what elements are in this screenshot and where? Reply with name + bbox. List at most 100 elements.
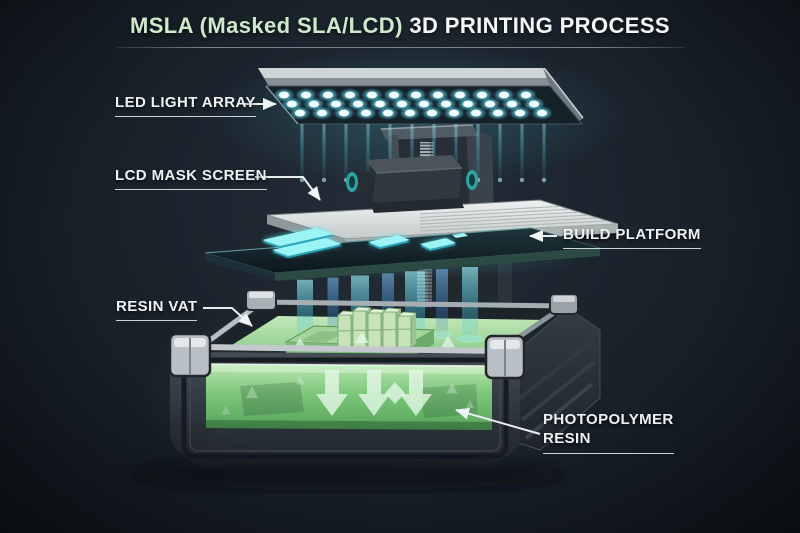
- label-photopolymer-line2: RESIN: [543, 429, 591, 447]
- led-dot: [353, 100, 363, 108]
- panel-front-edge: [275, 248, 600, 281]
- led-dot: [499, 91, 509, 99]
- stepper-motor: [346, 155, 478, 213]
- led-streak: [454, 124, 458, 178]
- block-side: [411, 313, 416, 347]
- led-dot: [419, 100, 429, 108]
- led-dot: [529, 100, 539, 108]
- label-build-platform: BUILD PLATFORM: [563, 226, 701, 249]
- printed-blocks: [336, 306, 418, 348]
- led-dot: [397, 100, 407, 108]
- led-dot: [383, 109, 393, 117]
- led-dot: [295, 109, 305, 117]
- led-dot: [375, 100, 385, 108]
- led-dot: [405, 109, 415, 117]
- led-light-streaks: [299, 124, 547, 183]
- build-platform-panel: [204, 227, 601, 281]
- lcd-label-arrow: [255, 176, 321, 201]
- vat-right-side: [515, 307, 601, 451]
- led-dot: [345, 91, 355, 99]
- photopolymer-resin-window: [205, 363, 493, 430]
- led-streak-dot: [519, 177, 525, 183]
- led-streak: [344, 124, 348, 178]
- vat-label-arrow: [203, 307, 253, 327]
- led-dot: [463, 100, 473, 108]
- lcd-mask-glow-shapes: [262, 228, 468, 258]
- cure-arrow-shaft: [325, 370, 339, 394]
- led-dots: [273, 88, 553, 120]
- label-arrows: [203, 98, 557, 435]
- led-dot: [537, 109, 547, 117]
- cure-arrow-shaft: [367, 370, 381, 394]
- led-streak: [542, 124, 546, 178]
- surface-triangle: [441, 336, 455, 347]
- led-dot: [441, 100, 451, 108]
- title-rest: 3D PRINTING PROCESS: [402, 13, 670, 38]
- led-dot: [317, 109, 327, 117]
- panel-left-edge: [205, 253, 275, 281]
- led-dot: [301, 91, 311, 99]
- block-front: [397, 315, 412, 348]
- led-dot: [521, 91, 531, 99]
- led-streak-dot: [299, 177, 305, 183]
- uv-beam: [327, 277, 339, 338]
- cure-sparkle: [295, 375, 305, 385]
- led-streak: [476, 124, 480, 178]
- cure-arrow-head: [400, 394, 432, 416]
- led-dot: [389, 91, 399, 99]
- led-dot: [433, 91, 443, 99]
- led-streak: [322, 124, 326, 178]
- led-streak: [520, 124, 524, 178]
- cure-sparkle: [446, 382, 458, 394]
- label-photopolymer-line1: PHOTOPOLYMER: [543, 411, 674, 428]
- label-lcd-mask-screen: LCD MASK SCREEN: [115, 167, 267, 190]
- diagram-title: MSLA (Masked SLA/LCD) 3D PRINTING PROCES…: [0, 13, 800, 39]
- led-streak: [410, 124, 414, 178]
- cure-arrow-head: [316, 394, 348, 416]
- led-dot: [471, 109, 481, 117]
- corner-post-front-right: [484, 334, 526, 380]
- cure-sparkle: [221, 405, 231, 415]
- uv-beam-hit: [455, 335, 485, 343]
- led-dot: [367, 91, 377, 99]
- led-dot: [339, 109, 349, 117]
- led-dot: [515, 109, 525, 117]
- photopolymer-label-arrow: [455, 407, 541, 435]
- led-dot: [309, 100, 319, 108]
- label-resin-vat: RESIN VAT: [116, 298, 198, 321]
- corner-post-back-left: [245, 289, 277, 311]
- led-streak: [498, 124, 502, 178]
- led-streak: [300, 124, 304, 178]
- title-divider: [117, 47, 685, 48]
- led-dot: [455, 91, 465, 99]
- cure-sparkle: [246, 386, 258, 398]
- led-dot: [331, 100, 341, 108]
- led-panel-top-bar: [258, 68, 551, 78]
- corner-post-back-right: [549, 293, 579, 315]
- led-dot: [287, 100, 297, 108]
- led-dot: [493, 109, 503, 117]
- led-dot: [485, 100, 495, 108]
- title-highlight: MSLA (Masked SLA/LCD): [130, 13, 403, 38]
- led-dot: [323, 91, 333, 99]
- cure-direction-arrows: [221, 370, 474, 416]
- floor-shadow: [133, 458, 563, 490]
- led-streak: [388, 124, 392, 178]
- led-panel-side: [543, 68, 583, 125]
- label-led-light-array: LED LIGHT ARRAY: [115, 94, 256, 117]
- corner-post-front-left: [168, 332, 212, 378]
- led-streak: [366, 124, 370, 178]
- led-dot: [279, 91, 289, 99]
- led-streak-dot: [321, 177, 327, 183]
- led-dot: [427, 109, 437, 117]
- led-dot: [449, 109, 459, 117]
- cure-arrow-shaft: [409, 370, 423, 394]
- led-streak: [432, 124, 436, 178]
- vat-rim: [168, 289, 579, 380]
- uv-beam: [297, 279, 313, 340]
- led-dot: [361, 109, 371, 117]
- cure-sparkle: [466, 400, 474, 408]
- led-dot: [411, 91, 421, 99]
